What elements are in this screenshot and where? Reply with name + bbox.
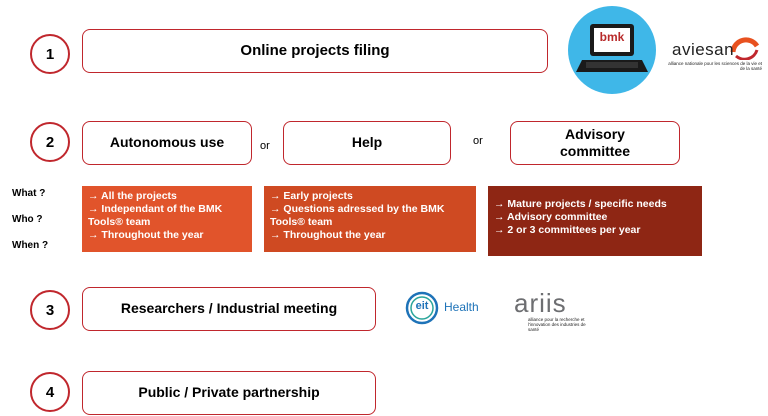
online-projects-filing-box: Online projects filing (82, 29, 548, 73)
researchers-industrial-meeting-box: Researchers / Industrial meeting (82, 287, 376, 331)
card-line: → All the projects (88, 190, 177, 202)
card-line: → Advisory committee (494, 211, 608, 224)
card-line: → Early projects (270, 190, 353, 202)
or-text-1: or (260, 140, 270, 152)
when-label: When ? (12, 240, 49, 251)
what-label: What ? (12, 188, 46, 199)
advisory-card: → Mature projects / specific needs → Adv… (488, 186, 702, 256)
step-2-number: 2 (30, 122, 70, 162)
help-card: → Early projects → Questions adressed by… (264, 186, 476, 252)
ariis-subtitle: alliance pour la recherche et l'innovati… (528, 317, 586, 332)
advisory-committee-box: Advisory committee (510, 121, 680, 165)
aviesan-subtitle: alliance nationale pour les sciences de … (668, 61, 762, 71)
help-box: Help (283, 121, 451, 165)
bmk-logo-text: bmk (599, 30, 625, 44)
aviesan-logo-text: aviesan (672, 40, 735, 59)
card-line: → Questions adressed by the BMK Tools® t… (270, 203, 445, 229)
eit-logo-text: eit (415, 300, 429, 312)
ariis-logo: ariis alliance pour la recherche et l'in… (512, 288, 602, 334)
aviesan-logo: aviesan alliance nationale pour les scie… (664, 30, 764, 80)
autonomous-use-box: Autonomous use (82, 121, 252, 165)
card-line: → Independant of the BMK Tools® team (88, 203, 223, 229)
eit-health-logo: eit Health (404, 290, 500, 326)
step-3-number: 3 (30, 290, 70, 330)
card-line: → Mature projects / specific needs (494, 198, 667, 210)
bmk-laptop-logo: bmk (568, 6, 656, 94)
autonomous-card: → All the projects → Independant of the … (82, 186, 252, 252)
health-logo-text: Health (444, 300, 479, 314)
public-private-partnership-box: Public / Private partnership (82, 371, 376, 415)
who-label: Who ? (12, 214, 43, 225)
step-1-number: 1 (30, 34, 70, 74)
card-line: → Throughout the year (270, 229, 386, 242)
card-line: → Throughout the year (88, 229, 204, 242)
step-4-number: 4 (30, 372, 70, 412)
card-line: → 2 or 3 committees per year (494, 224, 641, 237)
ariis-logo-text: ariis (514, 288, 567, 318)
or-text-2: or (473, 135, 483, 147)
